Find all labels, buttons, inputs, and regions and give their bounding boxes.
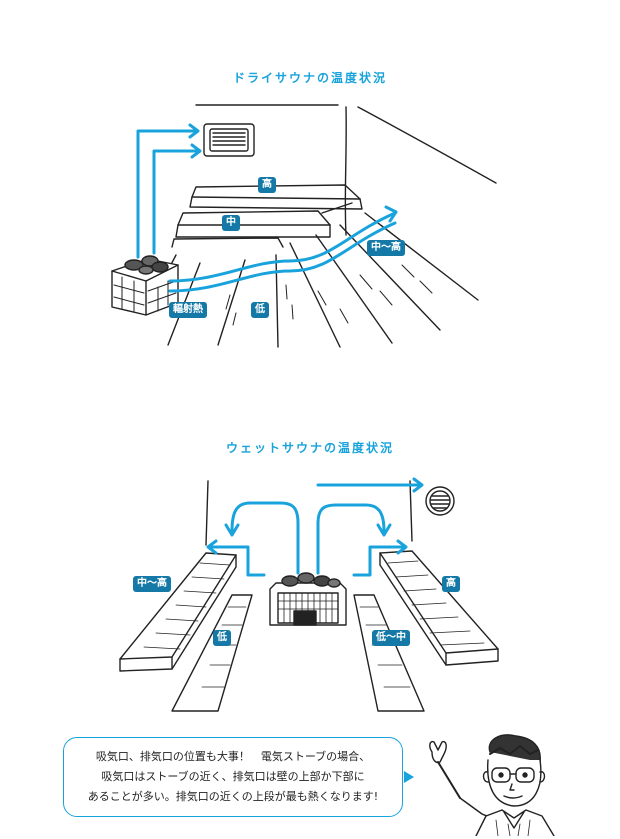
stove-icon <box>111 255 179 316</box>
wet-label-high: 高 <box>442 576 460 592</box>
dry-label-mid-high: 中～高 <box>367 240 405 256</box>
exhaust-vent-icon <box>203 123 255 157</box>
exhaust-vent-icon <box>425 486 455 516</box>
stove-icon <box>269 572 347 626</box>
dry-label-mid: 中 <box>222 215 240 231</box>
wet-label-low-mid: 低～中 <box>372 630 410 646</box>
speech-bubble-pointer <box>404 771 414 783</box>
note-speech-bubble: 吸気口、排気口の位置も大事！ 電気ストーブの場合、 吸気口はストーブの近く、排気… <box>63 737 403 817</box>
dry-label-radiant: 輻射熱 <box>169 302 207 318</box>
teacher-illustration <box>429 734 555 836</box>
dry-label-low: 低 <box>251 302 269 318</box>
dry-sauna-title: ドライサウナの温度状況 <box>232 71 387 85</box>
dry-label-high: 高 <box>258 177 276 193</box>
wet-sauna-title: ウェットサウナの温度状況 <box>225 441 394 455</box>
wet-sauna-diagram <box>119 477 499 712</box>
airflow-arrows <box>136 123 398 293</box>
note-line-1: 吸気口、排気口の位置も大事！ 電気ストーブの場合、 <box>95 750 371 763</box>
wet-label-mid-high: 中～高 <box>133 576 171 592</box>
dry-sauna-diagram <box>111 104 497 348</box>
wet-label-low: 低 <box>213 630 231 646</box>
airflow-arrows <box>206 477 424 577</box>
pointing-hand-icon <box>429 740 447 764</box>
note-line-2: 吸気口はストーブの近く、排気口は壁の上部か下部に <box>101 770 365 783</box>
note-line-3: あることが多い。排気口の近くの上段が最も熱くなります! <box>87 790 379 803</box>
